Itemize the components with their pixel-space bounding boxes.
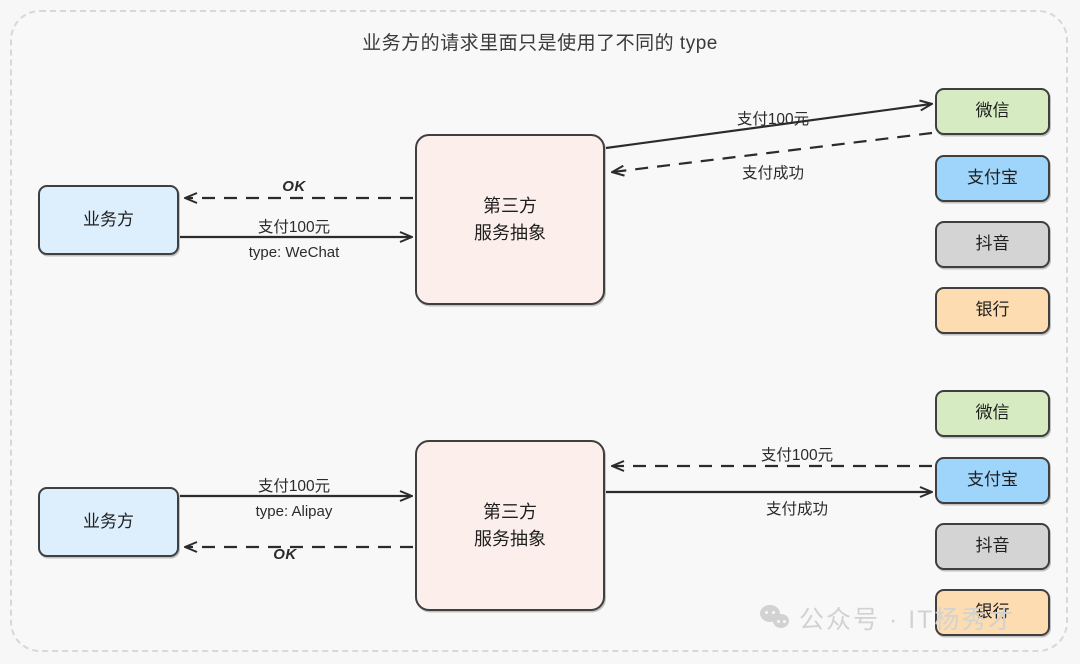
node-alipay-bottom[interactable]: 支付宝 (935, 457, 1050, 504)
node-business-top[interactable]: 业务方 (38, 185, 179, 255)
edge-top-abstraction-to-wechat-request (605, 104, 931, 150)
edge-label-top-pay-amount: 支付100元 (257, 219, 331, 236)
node-alipay-top[interactable]: 支付宝 (935, 155, 1050, 202)
edge-label-top-provider-response: 支付成功 (741, 165, 805, 182)
node-label: 银行 (975, 300, 1010, 320)
node-label: 抖音 (975, 536, 1010, 556)
node-abstraction-bottom[interactable]: 第三方 服务抽象 (415, 440, 605, 611)
edge-label-bottom-type: type: Alipay (255, 503, 333, 520)
edge-label-top-type: type: WeChat (248, 244, 340, 261)
node-label: 支付宝 (967, 168, 1018, 188)
edge-label-bottom-ok: OK (273, 546, 297, 563)
node-label: 业务方 (83, 511, 134, 531)
edge-label-bottom-pay-amount: 支付100元 (257, 478, 331, 495)
node-wechat-bottom[interactable]: 微信 (935, 390, 1050, 437)
edge-top-wechat-to-abstraction-response (613, 131, 933, 172)
node-business-bottom[interactable]: 业务方 (38, 487, 179, 557)
node-label-line2: 服务抽象 (474, 528, 546, 549)
edge-label-bottom-provider-request: 支付100元 (760, 447, 834, 464)
node-douyin-bottom[interactable]: 抖音 (935, 523, 1050, 570)
diagram-title: 业务方的请求里面只是使用了不同的 type (362, 33, 718, 54)
node-label: 支付宝 (967, 470, 1018, 490)
node-wechat-top[interactable]: 微信 (935, 88, 1050, 135)
node-bank-bottom[interactable]: 银行 (935, 589, 1050, 636)
node-label-line2: 服务抽象 (474, 222, 546, 243)
node-label: 微信 (975, 403, 1010, 423)
node-douyin-top[interactable]: 抖音 (935, 221, 1050, 268)
node-abstraction-top[interactable]: 第三方 服务抽象 (415, 134, 605, 305)
node-bank-top[interactable]: 银行 (935, 287, 1050, 334)
node-label: 业务方 (83, 209, 134, 229)
node-label: 微信 (975, 101, 1010, 121)
node-label: 抖音 (975, 234, 1010, 254)
edge-label-top-provider-request: 支付100元 (736, 111, 810, 128)
node-label-line1: 第三方 (483, 502, 537, 523)
node-label-line1: 第三方 (483, 196, 537, 217)
edge-label-bottom-provider-response: 支付成功 (765, 501, 829, 518)
node-label: 银行 (975, 602, 1010, 622)
edge-label-top-ok: OK (282, 178, 306, 195)
